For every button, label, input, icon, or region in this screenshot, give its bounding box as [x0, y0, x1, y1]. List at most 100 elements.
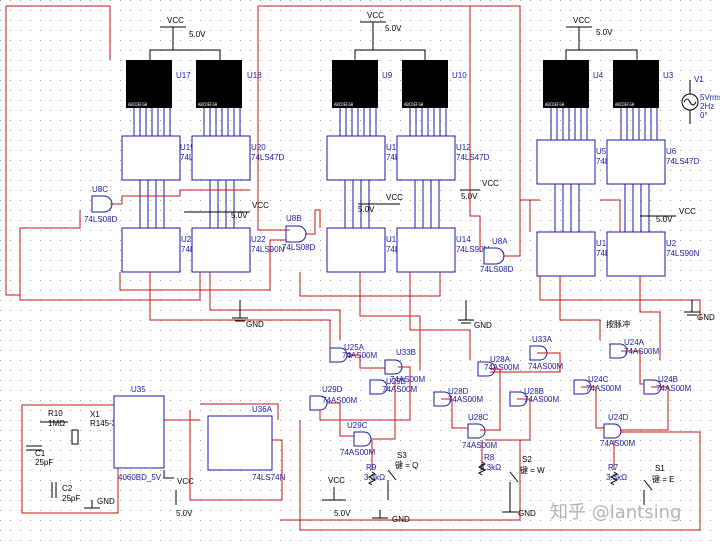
- capacitor-c1: C1 25pF: [26, 445, 53, 467]
- svg-text:74AS00M: 74AS00M: [448, 395, 483, 404]
- bus-right-pair: [554, 184, 650, 232]
- svg-text:74LS90N: 74LS90N: [456, 245, 490, 254]
- svg-text:GND: GND: [97, 497, 115, 506]
- vcc-decoder-left: VCC 5.0V: [184, 201, 269, 220]
- svg-text:U9: U9: [382, 71, 393, 80]
- svg-text:R9: R9: [366, 463, 377, 472]
- svg-text:U28C: U28C: [468, 413, 489, 422]
- wire-u35-gnd: [163, 470, 174, 479]
- vcc-bottom-mid: VCC 5.0V: [322, 476, 351, 518]
- and-gate-u8b: U8B 74LS08D: [282, 214, 316, 252]
- display-u4: ABCDEFGH U4: [543, 60, 604, 108]
- wire-u21-to-logic: [149, 272, 331, 360]
- svg-text:S1: S1: [655, 464, 665, 473]
- svg-text:U33B: U33B: [396, 348, 416, 357]
- svg-text:5.0V: 5.0V: [596, 28, 613, 37]
- svg-text:5.0V: 5.0V: [656, 215, 673, 224]
- watermark: 知乎 @lantsing: [550, 502, 681, 523]
- svg-text:74LS47D: 74LS47D: [666, 157, 700, 166]
- svg-text:74AS00M: 74AS00M: [484, 363, 519, 372]
- svg-text:5.0V: 5.0V: [334, 509, 351, 518]
- svg-text:R7: R7: [608, 463, 619, 472]
- display-u17: ABCDEFGH U17: [126, 60, 191, 108]
- svg-text:键 = E: 键 = E: [652, 474, 674, 484]
- nand-u29c: U29C 74AS00M: [340, 421, 375, 457]
- svg-text:U29B: U29B: [386, 377, 406, 386]
- svg-text:5.0V: 5.0V: [385, 24, 402, 33]
- display-u18: ABCDEFGH U18: [196, 60, 262, 108]
- svg-text:U17: U17: [176, 71, 191, 80]
- switch-s3[interactable]: S3 键 = Q: [387, 451, 418, 500]
- svg-text:U24A: U24A: [624, 338, 645, 347]
- svg-text:键 = Q: 键 = Q: [395, 460, 418, 470]
- decoder-u12: U12 74LS47D: [396, 135, 490, 181]
- svg-text:U2: U2: [666, 239, 677, 248]
- gnd-osc: GND: [84, 497, 115, 509]
- svg-text:3.3kΩ: 3.3kΩ: [364, 473, 385, 482]
- wire-u1-to-logic: [559, 276, 601, 340]
- svg-text:U36A: U36A: [252, 405, 273, 414]
- svg-text:74AS00M: 74AS00M: [390, 375, 425, 384]
- frame-wire-left: [5, 5, 111, 296]
- svg-text:3.3kΩ: 3.3kΩ: [606, 473, 627, 482]
- ac-source-v1: V1 5Vrms 2Hz 0°: [681, 75, 720, 124]
- wire-counter-left-loop: [19, 210, 201, 301]
- svg-text:U24C: U24C: [588, 375, 609, 384]
- resistor-r10: R10 1MΩ: [40, 409, 68, 428]
- svg-text:U6: U6: [666, 147, 677, 156]
- svg-text:U13: U13: [386, 235, 401, 244]
- svg-text:VCC: VCC: [252, 201, 269, 210]
- and-gate-u8c: U8C 74LS08D: [84, 185, 118, 224]
- svg-text:VCC: VCC: [177, 477, 194, 486]
- svg-text:U4: U4: [593, 71, 604, 80]
- wire-u22-to-logic: [209, 272, 341, 340]
- svg-text:ABCDEFGH: ABCDEFGH: [545, 102, 565, 107]
- note-label: 按脉冲: [606, 319, 630, 329]
- svg-text:C2: C2: [62, 484, 73, 493]
- vcc-osc: VCC 5.0V: [175, 477, 194, 518]
- svg-text:74LS90N: 74LS90N: [666, 249, 700, 258]
- nand-u28c: U28C 74AS00M: [462, 413, 497, 450]
- vcc-symbol-mid: VCC 5.0V: [360, 11, 402, 40]
- svg-text:U28D: U28D: [448, 387, 469, 396]
- svg-text:74LS47D: 74LS47D: [456, 153, 490, 162]
- counter-u22: U22 74LS90N: [191, 227, 285, 273]
- svg-text:ABCDEFGH: ABCDEFGH: [334, 102, 354, 107]
- svg-text:2Hz: 2Hz: [700, 102, 714, 111]
- svg-text:GND: GND: [392, 515, 410, 524]
- svg-text:5.0V: 5.0V: [176, 509, 193, 518]
- wire-latch-q2: [327, 380, 396, 440]
- switch-s2[interactable]: S2 键 = W: [509, 455, 545, 505]
- svg-text:3.3kΩ: 3.3kΩ: [480, 463, 501, 472]
- svg-text:VCC: VCC: [167, 16, 184, 25]
- svg-text:25pF: 25pF: [35, 458, 53, 467]
- decoder-u6: U6 74LS47D: [606, 139, 700, 185]
- svg-text:ABCDEFGH: ABCDEFGH: [404, 102, 424, 107]
- nand-u24d: U24D 74AS00M: [600, 413, 635, 448]
- svg-text:X1: X1: [90, 410, 100, 419]
- wire-top-to-u8b: [257, 60, 290, 231]
- chip-u35: U35 4060BD_5V: [113, 385, 165, 482]
- svg-text:74LS08D: 74LS08D: [282, 243, 316, 252]
- svg-text:4060BD_5V: 4060BD_5V: [118, 473, 162, 482]
- switch-s1[interactable]: S1 键 = E: [643, 464, 674, 505]
- gnd-symbol-left: GND: [232, 300, 264, 329]
- svg-text:U35: U35: [131, 385, 146, 394]
- counter-u2: U2 74LS90N: [606, 231, 700, 277]
- svg-text:U8A: U8A: [492, 237, 508, 246]
- supply-wire-left: [149, 45, 221, 60]
- svg-text:74AS00M: 74AS00M: [600, 439, 635, 448]
- svg-text:GND: GND: [518, 509, 536, 518]
- counter-u14: U14 74LS90N: [396, 227, 490, 273]
- svg-text:U20: U20: [251, 143, 266, 152]
- supply-wire-mid: [354, 40, 426, 60]
- nand-u24a: U24A 74AS00M: [609, 338, 659, 359]
- resistor-r7: R7 3.3kΩ: [606, 463, 627, 486]
- svg-text:R8: R8: [484, 453, 495, 462]
- svg-text:U24D: U24D: [608, 413, 629, 422]
- wire-u14-to-logic: [409, 272, 471, 360]
- svg-text:74LS08D: 74LS08D: [480, 265, 514, 274]
- nand-u29d: U29D 74AS00M: [309, 385, 357, 411]
- svg-text:U11: U11: [386, 143, 401, 152]
- gnd-bottom-s3: GND: [372, 510, 410, 524]
